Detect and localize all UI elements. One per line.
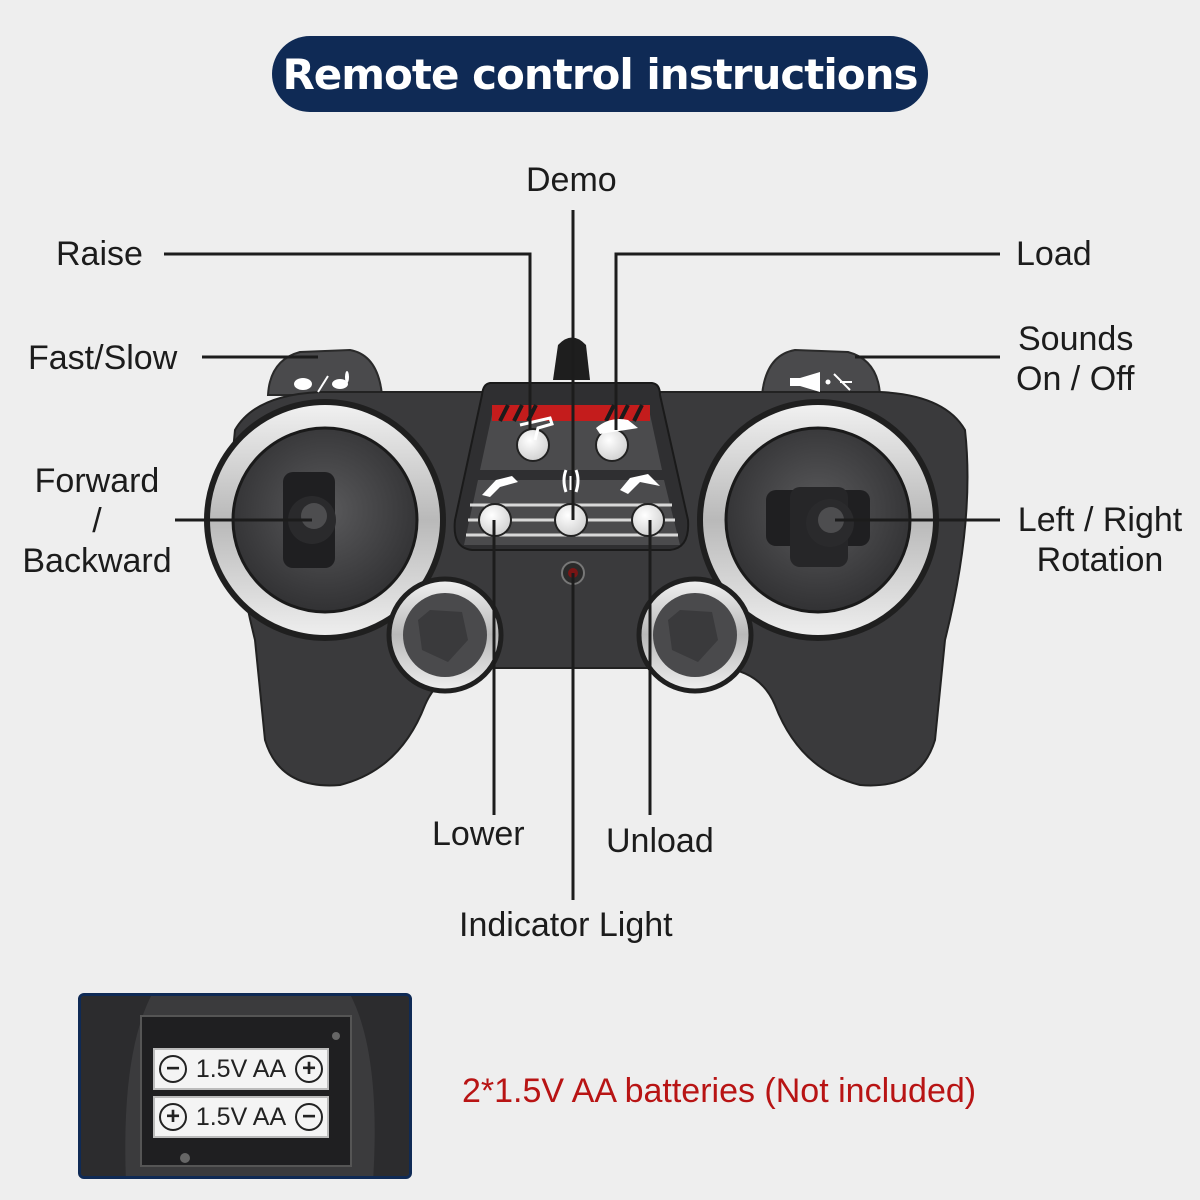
unload-button[interactable] bbox=[631, 503, 665, 537]
plus-icon: + bbox=[159, 1103, 187, 1131]
minus-icon: − bbox=[294, 1103, 323, 1131]
label-raise: Raise bbox=[56, 235, 143, 273]
label-sounds-line2: On / Off bbox=[1016, 360, 1135, 398]
label-demo: Demo bbox=[526, 161, 617, 199]
label-forward-line1: Forward bbox=[34, 462, 160, 500]
lower-arm-icon bbox=[482, 476, 518, 497]
battery-note: 2*1.5V AA batteries (Not included) bbox=[462, 1072, 977, 1110]
label-fast-slow: Fast/Slow bbox=[28, 339, 178, 377]
battery-compartment-shell bbox=[81, 996, 409, 1176]
label-rotation-line1: Left / Right bbox=[1017, 501, 1183, 539]
unload-arm-icon bbox=[620, 474, 660, 494]
label-unload: Unload bbox=[606, 822, 714, 860]
battery-compartment: − 1.5V AA + + 1.5V AA − bbox=[78, 993, 412, 1179]
left-grip-cap bbox=[386, 576, 504, 694]
label-rotation-line2: Rotation bbox=[1036, 541, 1164, 579]
label-load: Load bbox=[1016, 235, 1092, 273]
right-grip-cap bbox=[636, 576, 754, 694]
demo-icon bbox=[562, 469, 580, 493]
plus-icon: + bbox=[294, 1055, 323, 1083]
battery-cell-1: − 1.5V AA + bbox=[153, 1048, 329, 1090]
label-sounds-line1: Sounds bbox=[1018, 320, 1134, 358]
label-forward-line2: / bbox=[92, 502, 102, 540]
battery-cell-2: + 1.5V AA − bbox=[153, 1096, 329, 1138]
battery-cell-1-label: 1.5V AA bbox=[195, 1054, 287, 1083]
left-joystick[interactable] bbox=[204, 399, 446, 641]
label-indicator-light: Indicator Light bbox=[459, 906, 673, 944]
tortoise-hare-icon bbox=[294, 371, 349, 393]
right-joystick[interactable] bbox=[697, 399, 939, 641]
label-forward-line3: Backward bbox=[22, 542, 172, 580]
leader-lines bbox=[164, 210, 1000, 900]
raise-arm-icon bbox=[519, 416, 554, 441]
raise-button[interactable] bbox=[516, 428, 550, 462]
demo-button[interactable] bbox=[554, 503, 588, 537]
label-lower: Lower bbox=[432, 815, 525, 853]
minus-icon: − bbox=[159, 1055, 187, 1083]
page-title: Remote control instructions bbox=[272, 36, 928, 112]
horn-sound-icon bbox=[790, 372, 852, 392]
battery-cell-2-label: 1.5V AA bbox=[195, 1102, 287, 1131]
